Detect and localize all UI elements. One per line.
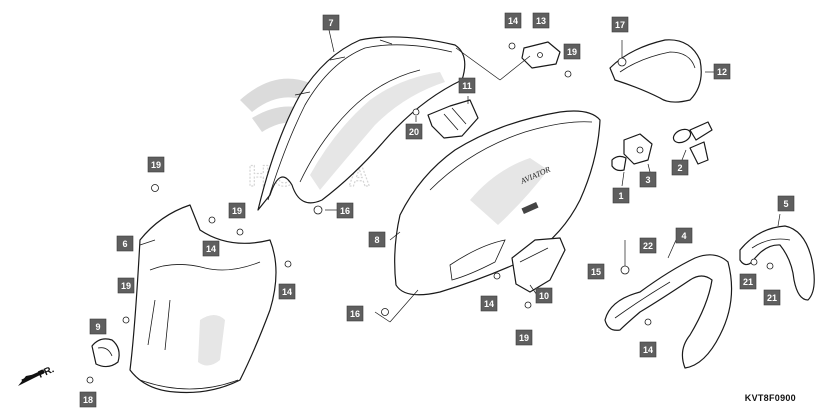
- part-11-bracket[interactable]: [427, 99, 479, 139]
- callout-19: 19: [563, 43, 581, 60]
- callout-label: 15: [591, 267, 601, 277]
- callout-label: 19: [567, 47, 577, 57]
- callout-17: 17: [611, 16, 629, 33]
- callout-label: 1: [618, 191, 623, 201]
- front-arrow-label: FR.: [37, 364, 56, 381]
- callout-label: 10: [539, 291, 549, 301]
- callout-label: 4: [681, 231, 686, 241]
- leader-lines: [139, 29, 781, 323]
- callout-16: 16: [336, 202, 354, 219]
- callout-label: 14: [508, 16, 518, 26]
- callout-10: 10: [535, 287, 553, 304]
- part-9-small-cover[interactable]: [91, 338, 120, 368]
- callout-label: 14: [643, 345, 653, 355]
- callout-1: 1: [612, 187, 630, 204]
- callout-11: 11: [458, 77, 476, 94]
- part-8-body-cover[interactable]: AVIATOR: [394, 110, 601, 296]
- callout-label: 20: [409, 127, 419, 137]
- callout-16: 16: [346, 305, 364, 322]
- callout-13: 13: [532, 12, 550, 29]
- callout-label: 22: [643, 241, 653, 251]
- callout-label: 17: [615, 20, 625, 30]
- part-4-grab-rail[interactable]: [604, 254, 733, 369]
- callout-15: 15: [587, 263, 605, 280]
- part-13-clip-plate[interactable]: [521, 41, 561, 69]
- callout-label: 16: [340, 206, 350, 216]
- callout-19: 19: [228, 202, 246, 219]
- part-1-clip[interactable]: [611, 155, 627, 172]
- callout-3: 3: [639, 171, 657, 188]
- part-10-panel[interactable]: [511, 237, 566, 293]
- callout-label: 8: [374, 235, 379, 245]
- callout-14: 14: [504, 12, 522, 29]
- callout-label: 7: [328, 18, 333, 28]
- callout-label: 19: [232, 206, 242, 216]
- callout-label: 13: [536, 16, 546, 26]
- front-arrow: FR.: [18, 364, 56, 386]
- part-6-inner-front-cover[interactable]: [129, 204, 277, 394]
- callout-label: 14: [282, 287, 292, 297]
- callout-5: 5: [777, 195, 795, 212]
- callout-label: 5: [783, 199, 788, 209]
- callout-14: 14: [639, 341, 657, 358]
- callout-8: 8: [368, 231, 386, 248]
- fasteners: [86, 40, 774, 384]
- part-7-inner-cover[interactable]: [257, 36, 466, 211]
- callout-label: 14: [484, 299, 494, 309]
- callout-14: 14: [278, 283, 296, 300]
- callout-label: 14: [206, 244, 216, 254]
- callout-label: 11: [462, 81, 472, 91]
- callout-21: 21: [739, 273, 757, 290]
- part-12-tail-cover[interactable]: [609, 39, 702, 103]
- callout-14: 14: [202, 240, 220, 257]
- callout-2: 2: [671, 159, 689, 176]
- callout-label: 3: [645, 175, 650, 185]
- callout-label: 6: [122, 239, 127, 249]
- callout-label: 19: [151, 160, 161, 170]
- part-3-latch[interactable]: [623, 133, 653, 165]
- callout-18: 18: [79, 391, 97, 408]
- callout-19: 19: [117, 277, 135, 294]
- callout-22: 22: [639, 237, 657, 254]
- callout-label: 19: [519, 333, 529, 343]
- callout-label: 2: [677, 163, 682, 173]
- callout-21: 21: [763, 289, 781, 306]
- callout-label: 18: [83, 395, 93, 405]
- callout-6: 6: [116, 235, 134, 252]
- callout-label: 19: [121, 281, 131, 291]
- callout-label: 16: [350, 309, 360, 319]
- part-2-key-cylinder[interactable]: [671, 121, 713, 165]
- callout-label: 12: [717, 67, 727, 77]
- callout-14: 14: [480, 295, 498, 312]
- callout-label: 21: [743, 277, 753, 287]
- callout-4: 4: [675, 227, 693, 244]
- callout-label: 21: [767, 293, 777, 303]
- diagram-code: KVT8F0900: [744, 393, 796, 403]
- callout-19: 19: [147, 156, 165, 173]
- callout-label: 9: [95, 322, 100, 332]
- callout-20: 20: [405, 123, 423, 140]
- callout-19: 19: [515, 329, 533, 346]
- callout-9: 9: [89, 318, 107, 335]
- callout-7: 7: [322, 14, 340, 31]
- callout-12: 12: [713, 63, 731, 80]
